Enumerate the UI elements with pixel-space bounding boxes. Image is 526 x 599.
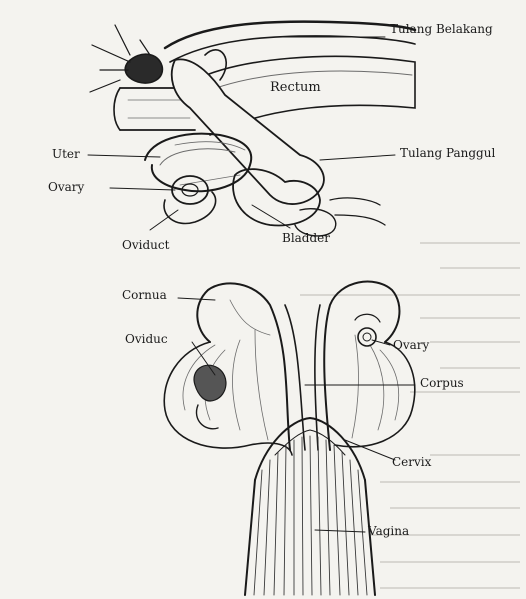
backbone	[165, 22, 415, 48]
label-uter: Uter	[52, 147, 80, 161]
label-tulang-belakang: Tulang Belakang	[390, 22, 493, 36]
label-ovary-bottom: Ovary	[393, 338, 429, 352]
vagina-striations	[254, 436, 367, 595]
label-oviduc: Oviduc	[125, 332, 168, 346]
right-ovary	[358, 328, 376, 346]
label-rectum: Rectum	[270, 80, 321, 95]
right-cornua	[324, 282, 399, 450]
label-cornua: Cornua	[122, 288, 167, 302]
left-ovary	[194, 365, 226, 401]
label-cervix: Cervix	[392, 455, 431, 469]
label-ovary-top: Ovary	[48, 180, 84, 194]
lateral-view-diagram	[88, 22, 415, 236]
right-broad-ligament	[335, 342, 415, 447]
label-vagina: Vagina	[368, 524, 409, 538]
label-tulang-panggul: Tulang Panggul	[400, 146, 495, 160]
frontal-view-diagram	[164, 282, 415, 595]
label-corpus: Corpus	[420, 376, 464, 390]
label-bladder: Bladder	[282, 231, 330, 245]
label-oviduct: Oviduct	[122, 238, 169, 252]
